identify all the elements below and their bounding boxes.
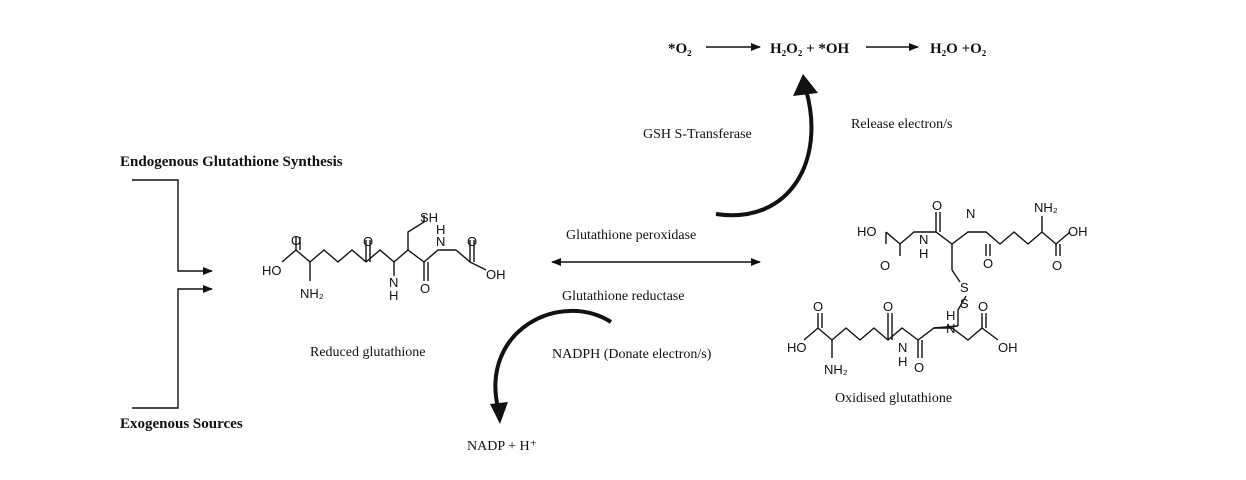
atom-label: SH [420, 210, 438, 225]
atom-label: O [914, 360, 924, 375]
atom-label: HO [787, 340, 807, 355]
atom-label: O [1052, 258, 1062, 273]
atom-label: HO [262, 263, 282, 278]
peroxide-hydroxyl-text: H₂O₂ + *OH [770, 41, 850, 57]
curved-arrow-up-head [793, 74, 818, 96]
superoxide-text: *O₂ [668, 41, 692, 57]
water-oxygen-text: H₂O +O₂ [930, 41, 987, 57]
release-electron-label: Release electron/s [851, 117, 952, 132]
oxidised-glutathione-label: Oxidised glutathione [835, 391, 952, 406]
curved-arrow-down [493, 308, 613, 409]
glutathione-peroxidase-label: Glutathione peroxidase [566, 228, 696, 243]
ros-equation: *O₂ H₂O₂ + *OH H₂O +O₂ [668, 41, 987, 57]
gsh-transferase-label: GSH S-Transferase [643, 127, 752, 142]
atom-label: N [389, 275, 398, 290]
oxidised-glutathione-structure: HO O N H O N O NH₂ OH O S S HO O NH₂ O N… [787, 198, 1088, 377]
atom-label: H [436, 222, 445, 237]
atom-label: HO [857, 224, 877, 239]
atom-label: O [291, 233, 301, 248]
atom-label: OH [998, 340, 1018, 355]
atom-label: O [813, 299, 823, 314]
atom-label: H [946, 308, 955, 323]
atom-label: S [960, 280, 969, 295]
atom-label: S [960, 296, 969, 311]
endogenous-source-label: Endogenous Glutathione Synthesis [120, 154, 343, 170]
atom-label: H [389, 288, 398, 303]
atom-label: NH₂ [824, 362, 848, 377]
atom-label: H [919, 246, 928, 261]
atom-label: OH [1068, 224, 1088, 239]
atom-label: NH₂ [300, 286, 324, 301]
curved-arrow-down-head [490, 402, 508, 424]
reduced-glutathione-label: Reduced glutathione [310, 345, 425, 360]
atom-label: N [966, 206, 975, 221]
nadp-label: NADP + H⁺ [467, 439, 537, 454]
atom-label: N [898, 340, 907, 355]
atom-label: O [880, 258, 890, 273]
atom-label: O [420, 281, 430, 296]
atom-label: N [946, 321, 955, 336]
atom-label: H [898, 354, 907, 369]
atom-label: O [363, 234, 373, 249]
exogenous-source-label: Exogenous Sources [120, 416, 243, 432]
atom-label: OH [486, 267, 506, 282]
atom-label: O [978, 299, 988, 314]
atom-label: N [436, 234, 445, 249]
exogenous-arrow [132, 285, 213, 409]
reduced-glutathione-structure: O HO NH₂ O N H SH O N H O OH [262, 210, 506, 303]
atom-label: O [983, 256, 993, 271]
atom-label: O [467, 234, 477, 249]
atom-label: NH₂ [1034, 200, 1058, 215]
source-bracket [132, 179, 213, 409]
atom-label: N [919, 232, 928, 247]
atom-label: O [932, 198, 942, 213]
curved-arrow-up [715, 89, 814, 218]
glutathione-reductase-label: Glutathione reductase [562, 289, 684, 304]
nadph-label: NADPH (Donate electron/s) [552, 347, 712, 362]
endogenous-arrow [132, 179, 213, 275]
atom-label: O [883, 299, 893, 314]
